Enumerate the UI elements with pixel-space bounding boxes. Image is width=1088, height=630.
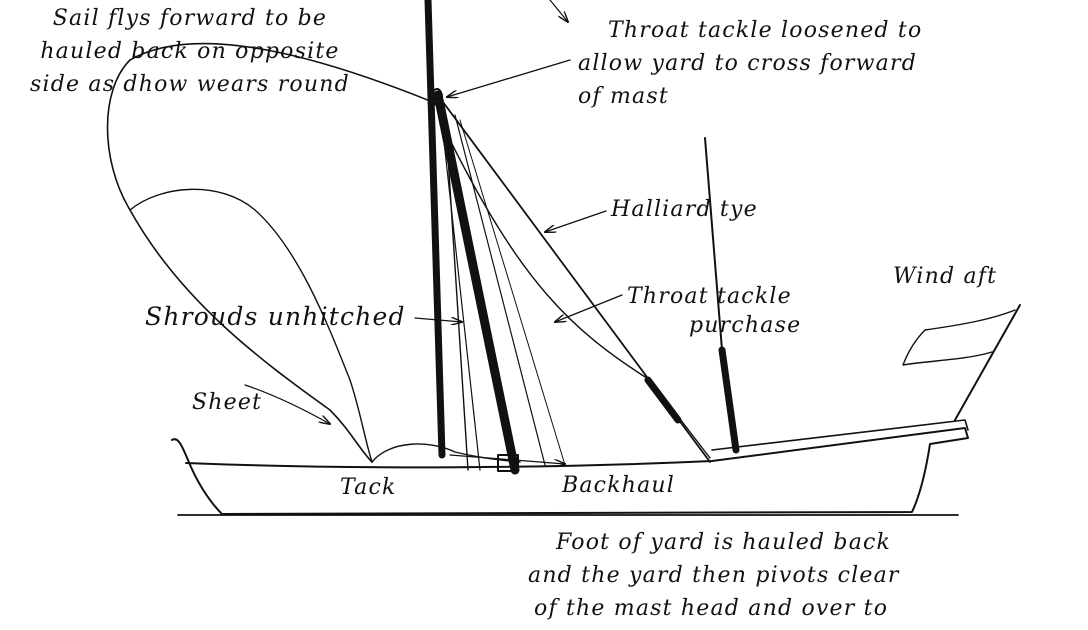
hull xyxy=(171,427,969,515)
label-tack: Tack xyxy=(340,475,397,500)
label-halliard-tye: Halliard tye xyxy=(611,197,758,222)
label-throat-tackle-loosened: Throat tackle loosened to allow yard to … xyxy=(578,18,923,109)
throat-tackle-block xyxy=(644,376,682,424)
arrow-sheet xyxy=(244,384,330,424)
stern-post xyxy=(711,419,969,451)
shroud-3 xyxy=(459,119,566,466)
sail xyxy=(106,42,441,463)
pennant-staff xyxy=(954,304,1021,421)
yard-foot xyxy=(497,454,519,472)
label-foot-of-yard: Foot of yard is hauled back and the yard… xyxy=(528,530,900,621)
label-sail-flys: Sail flys forward to be hauled back on o… xyxy=(30,6,350,97)
throat-tackle-line xyxy=(449,139,711,459)
label-wind-aft: Wind aft xyxy=(893,264,998,289)
label-throat-tackle-purchase: Throat tackle purchase xyxy=(627,284,802,338)
mizzen-mast xyxy=(718,346,740,454)
label-backhaul: Backhaul xyxy=(562,473,676,498)
shroud-2 xyxy=(454,114,546,466)
label-sheet: Sheet xyxy=(192,390,263,415)
yard xyxy=(433,90,520,475)
wind-pennant xyxy=(902,309,1016,366)
arrow-shrouds xyxy=(414,318,462,322)
sail-fold xyxy=(129,188,373,463)
yard-head-block xyxy=(431,88,443,106)
arrow-purchase xyxy=(555,294,623,322)
arrow-halliard xyxy=(545,210,607,232)
sail-foot xyxy=(371,443,521,463)
backhaul-line xyxy=(449,454,565,464)
yard-guide xyxy=(439,104,481,471)
arrow-top xyxy=(549,0,568,22)
label-shrouds-unhitched: Shrouds unhitched xyxy=(145,302,406,331)
arrow-throat-tackle xyxy=(447,59,571,97)
main-mast xyxy=(424,0,446,459)
shroud-1 xyxy=(444,109,469,471)
mizzen-mast-top xyxy=(704,137,723,351)
